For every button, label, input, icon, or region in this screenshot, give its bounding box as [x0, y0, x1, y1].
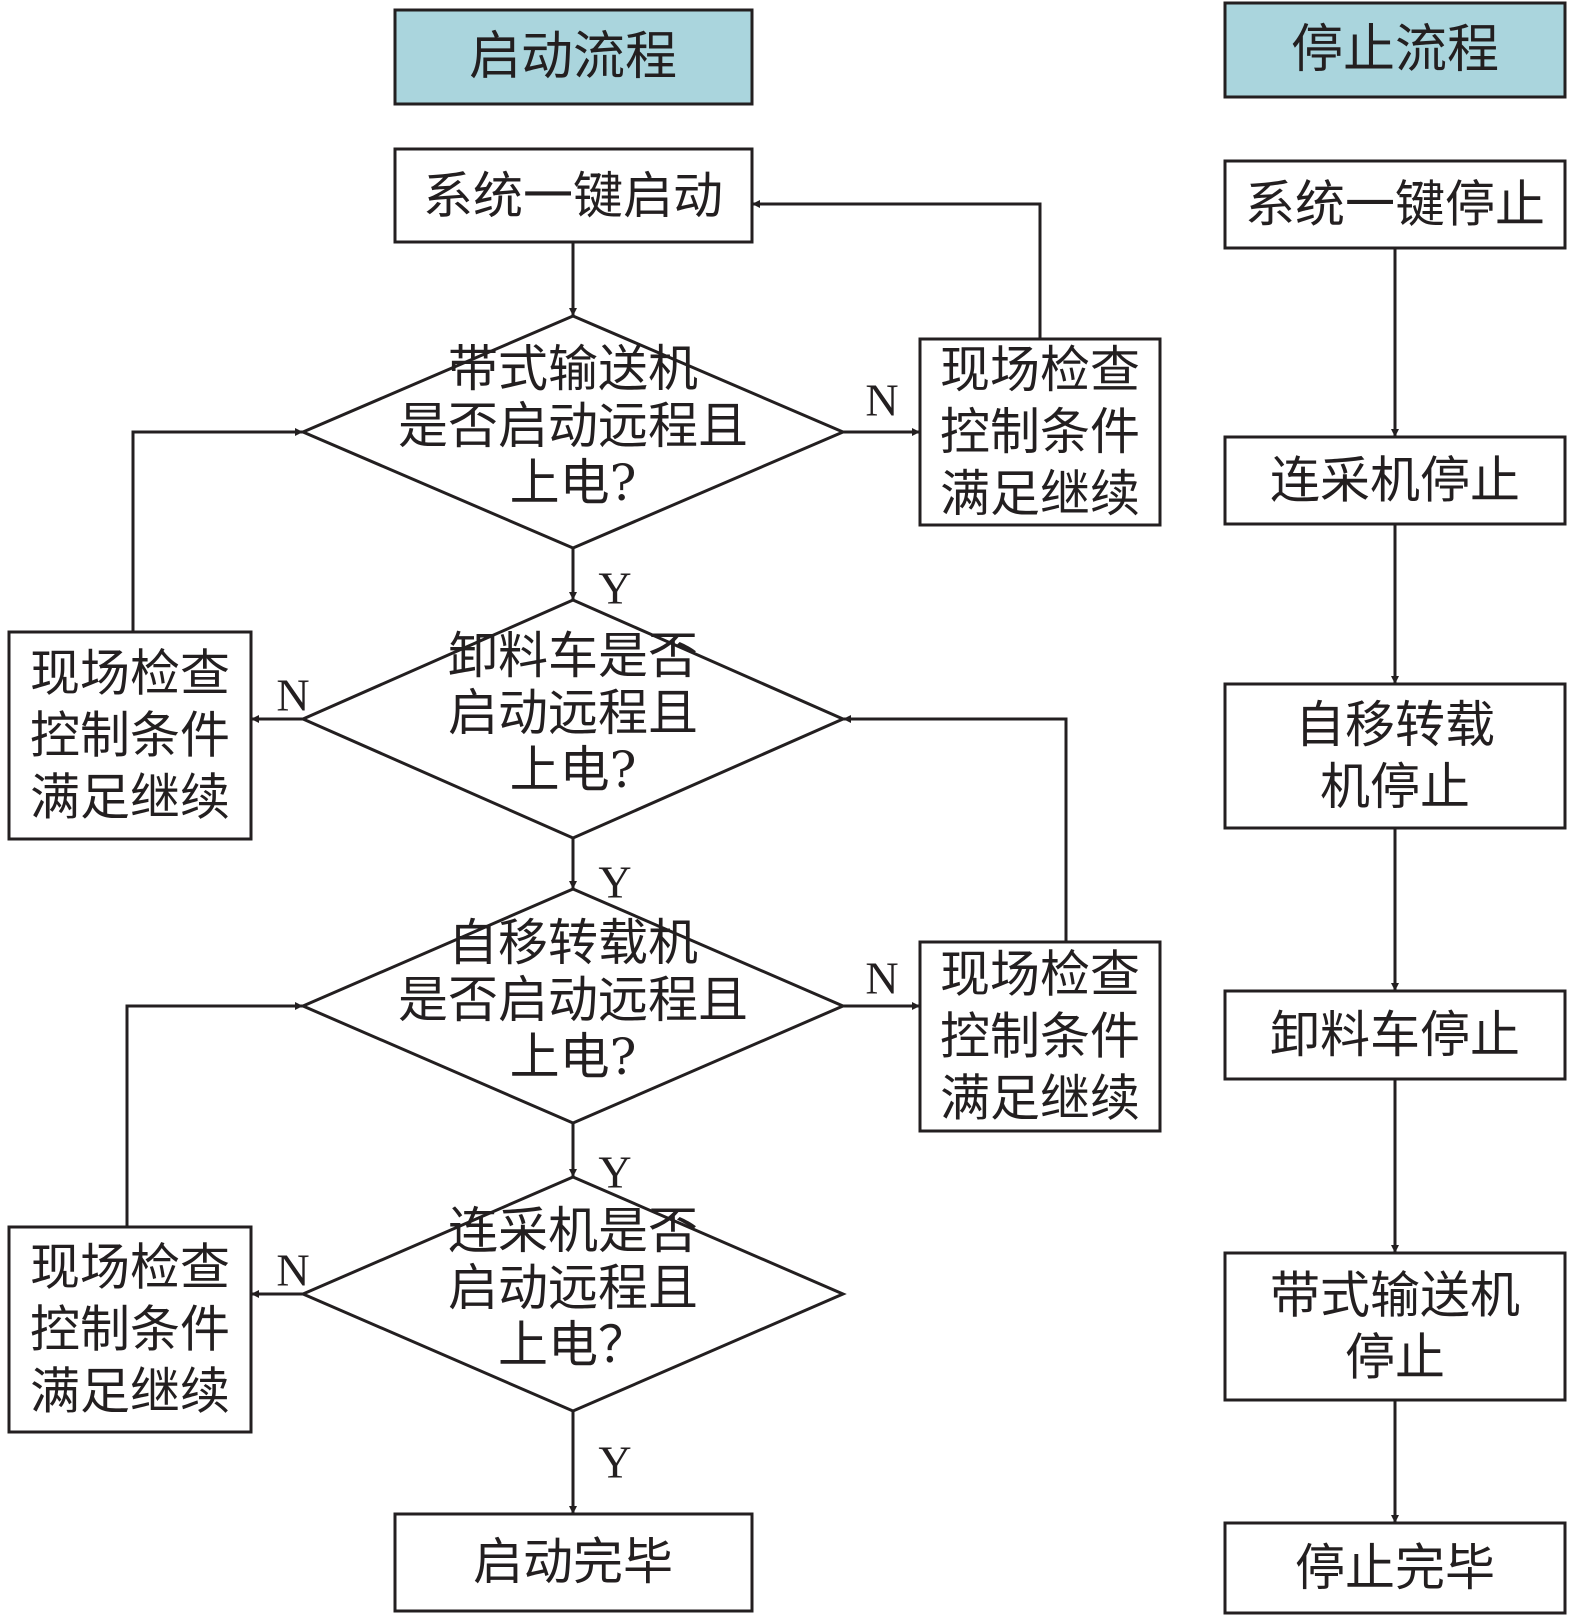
start-node-label: 系统一键启动: [423, 167, 723, 225]
decision-self-moving-transfer-label-line: 上电?: [510, 1028, 637, 1086]
check-box-1-label-line: 现场检查: [940, 341, 1140, 399]
end-node: [393, 1512, 754, 1613]
stop-flow-header-label: 停止流程: [1291, 20, 1499, 80]
arrow-check-2-to-decision-1: [131, 428, 303, 632]
decision-continuous-miner-label-line: 启动远程且: [448, 1259, 698, 1317]
check-box-4-label-line: 现场检查: [30, 1239, 230, 1297]
decision-unloading-car: [299, 598, 847, 840]
check-box-3: [918, 940, 1162, 1133]
check-box-4-label-line: 满足继续: [30, 1363, 230, 1421]
check-box-2: [7, 630, 253, 841]
yes-label-4: Y: [598, 1437, 631, 1488]
decision-continuous-miner: [299, 1175, 847, 1413]
decision-belt-conveyor-label-line: 是否启动远程且: [398, 397, 748, 455]
check-box-4-label-line: 控制条件: [30, 1301, 230, 1359]
check-box-1: [918, 337, 1162, 527]
decision-continuous-miner-label-line: 上电？: [498, 1316, 648, 1374]
arrow-check-1-to-start: [752, 200, 1042, 339]
decision-belt-conveyor-label-line: 上电?: [510, 454, 637, 512]
check-box-2-label-line: 现场检查: [30, 645, 230, 703]
decision-unloading-car-label-line: 启动远程且: [448, 684, 698, 742]
start-node: [393, 147, 754, 244]
stop-step-unloading-car-label-line: 卸料车停止: [1270, 1006, 1520, 1064]
decision-unloading-car-label-line: 卸料车是否: [448, 627, 698, 685]
decision-self-moving-transfer: [299, 887, 847, 1125]
stop-step-belt-conveyor: [1223, 1251, 1567, 1402]
check-box-1-label-line: 控制条件: [940, 403, 1140, 461]
connectors: [125, 200, 1399, 1523]
yes-label-2: Y: [598, 857, 631, 908]
no-label-2: N: [276, 670, 309, 721]
stop-step-transfer: [1223, 682, 1567, 830]
start-flow-header: [393, 8, 754, 106]
end-node-label: 启动完毕: [473, 1533, 673, 1591]
check-box-2-label-line: 控制条件: [30, 707, 230, 765]
stop-step-complete: [1223, 1521, 1567, 1615]
stop-step-belt-conveyor-label-line: 停止: [1345, 1329, 1445, 1387]
check-box-3-label-line: 现场检查: [940, 946, 1140, 1004]
no-label-1: N: [865, 375, 898, 426]
stop-step-system-label-line: 系统一键停止: [1245, 176, 1545, 234]
check-box-1-label-line: 满足继续: [940, 465, 1140, 523]
check-box-4: [7, 1225, 253, 1434]
start-flow-header-label: 启动流程: [469, 27, 677, 87]
stop-step-system: [1223, 159, 1567, 250]
decision-self-moving-transfer-label-line: 是否启动远程且: [398, 971, 748, 1029]
yes-label-3: Y: [598, 1147, 631, 1198]
stop-step-miner: [1223, 435, 1567, 526]
check-box-3-label-line: 满足继续: [940, 1070, 1140, 1128]
decision-unloading-car-label-line: 上电?: [510, 741, 637, 799]
shapes: [7, 1, 1567, 1615]
check-box-2-label-line: 满足继续: [30, 769, 230, 827]
stop-flow-header: [1223, 1, 1567, 99]
stop-step-transfer-label-line: 机停止: [1320, 758, 1470, 816]
no-label-3: N: [865, 953, 898, 1004]
check-box-3-label-line: 控制条件: [940, 1008, 1140, 1066]
decision-belt-conveyor-label-line: 带式输送机: [448, 340, 698, 398]
stop-step-unloading-car: [1223, 989, 1567, 1081]
stop-step-transfer-label-line: 自移转载: [1295, 696, 1495, 754]
decision-belt-conveyor: [299, 314, 847, 550]
arrow-check-3-to-decision-2: [843, 715, 1068, 942]
labels: 启动流程系统一键启动带式输送机是否启动远程且上电?卸料车是否启动远程且上电?自移…: [30, 20, 1545, 1597]
decision-continuous-miner-label-line: 连采机是否: [448, 1202, 698, 1260]
arrow-check-4-to-decision-3: [125, 1002, 303, 1227]
yes-label-1: Y: [598, 563, 631, 614]
stop-step-complete-label-line: 停止完毕: [1295, 1539, 1495, 1597]
stop-step-belt-conveyor-label-line: 带式输送机: [1270, 1267, 1520, 1325]
stop-step-miner-label-line: 连采机停止: [1270, 452, 1520, 510]
decision-self-moving-transfer-label-line: 自移转载机: [448, 914, 698, 972]
no-label-4: N: [276, 1245, 309, 1296]
